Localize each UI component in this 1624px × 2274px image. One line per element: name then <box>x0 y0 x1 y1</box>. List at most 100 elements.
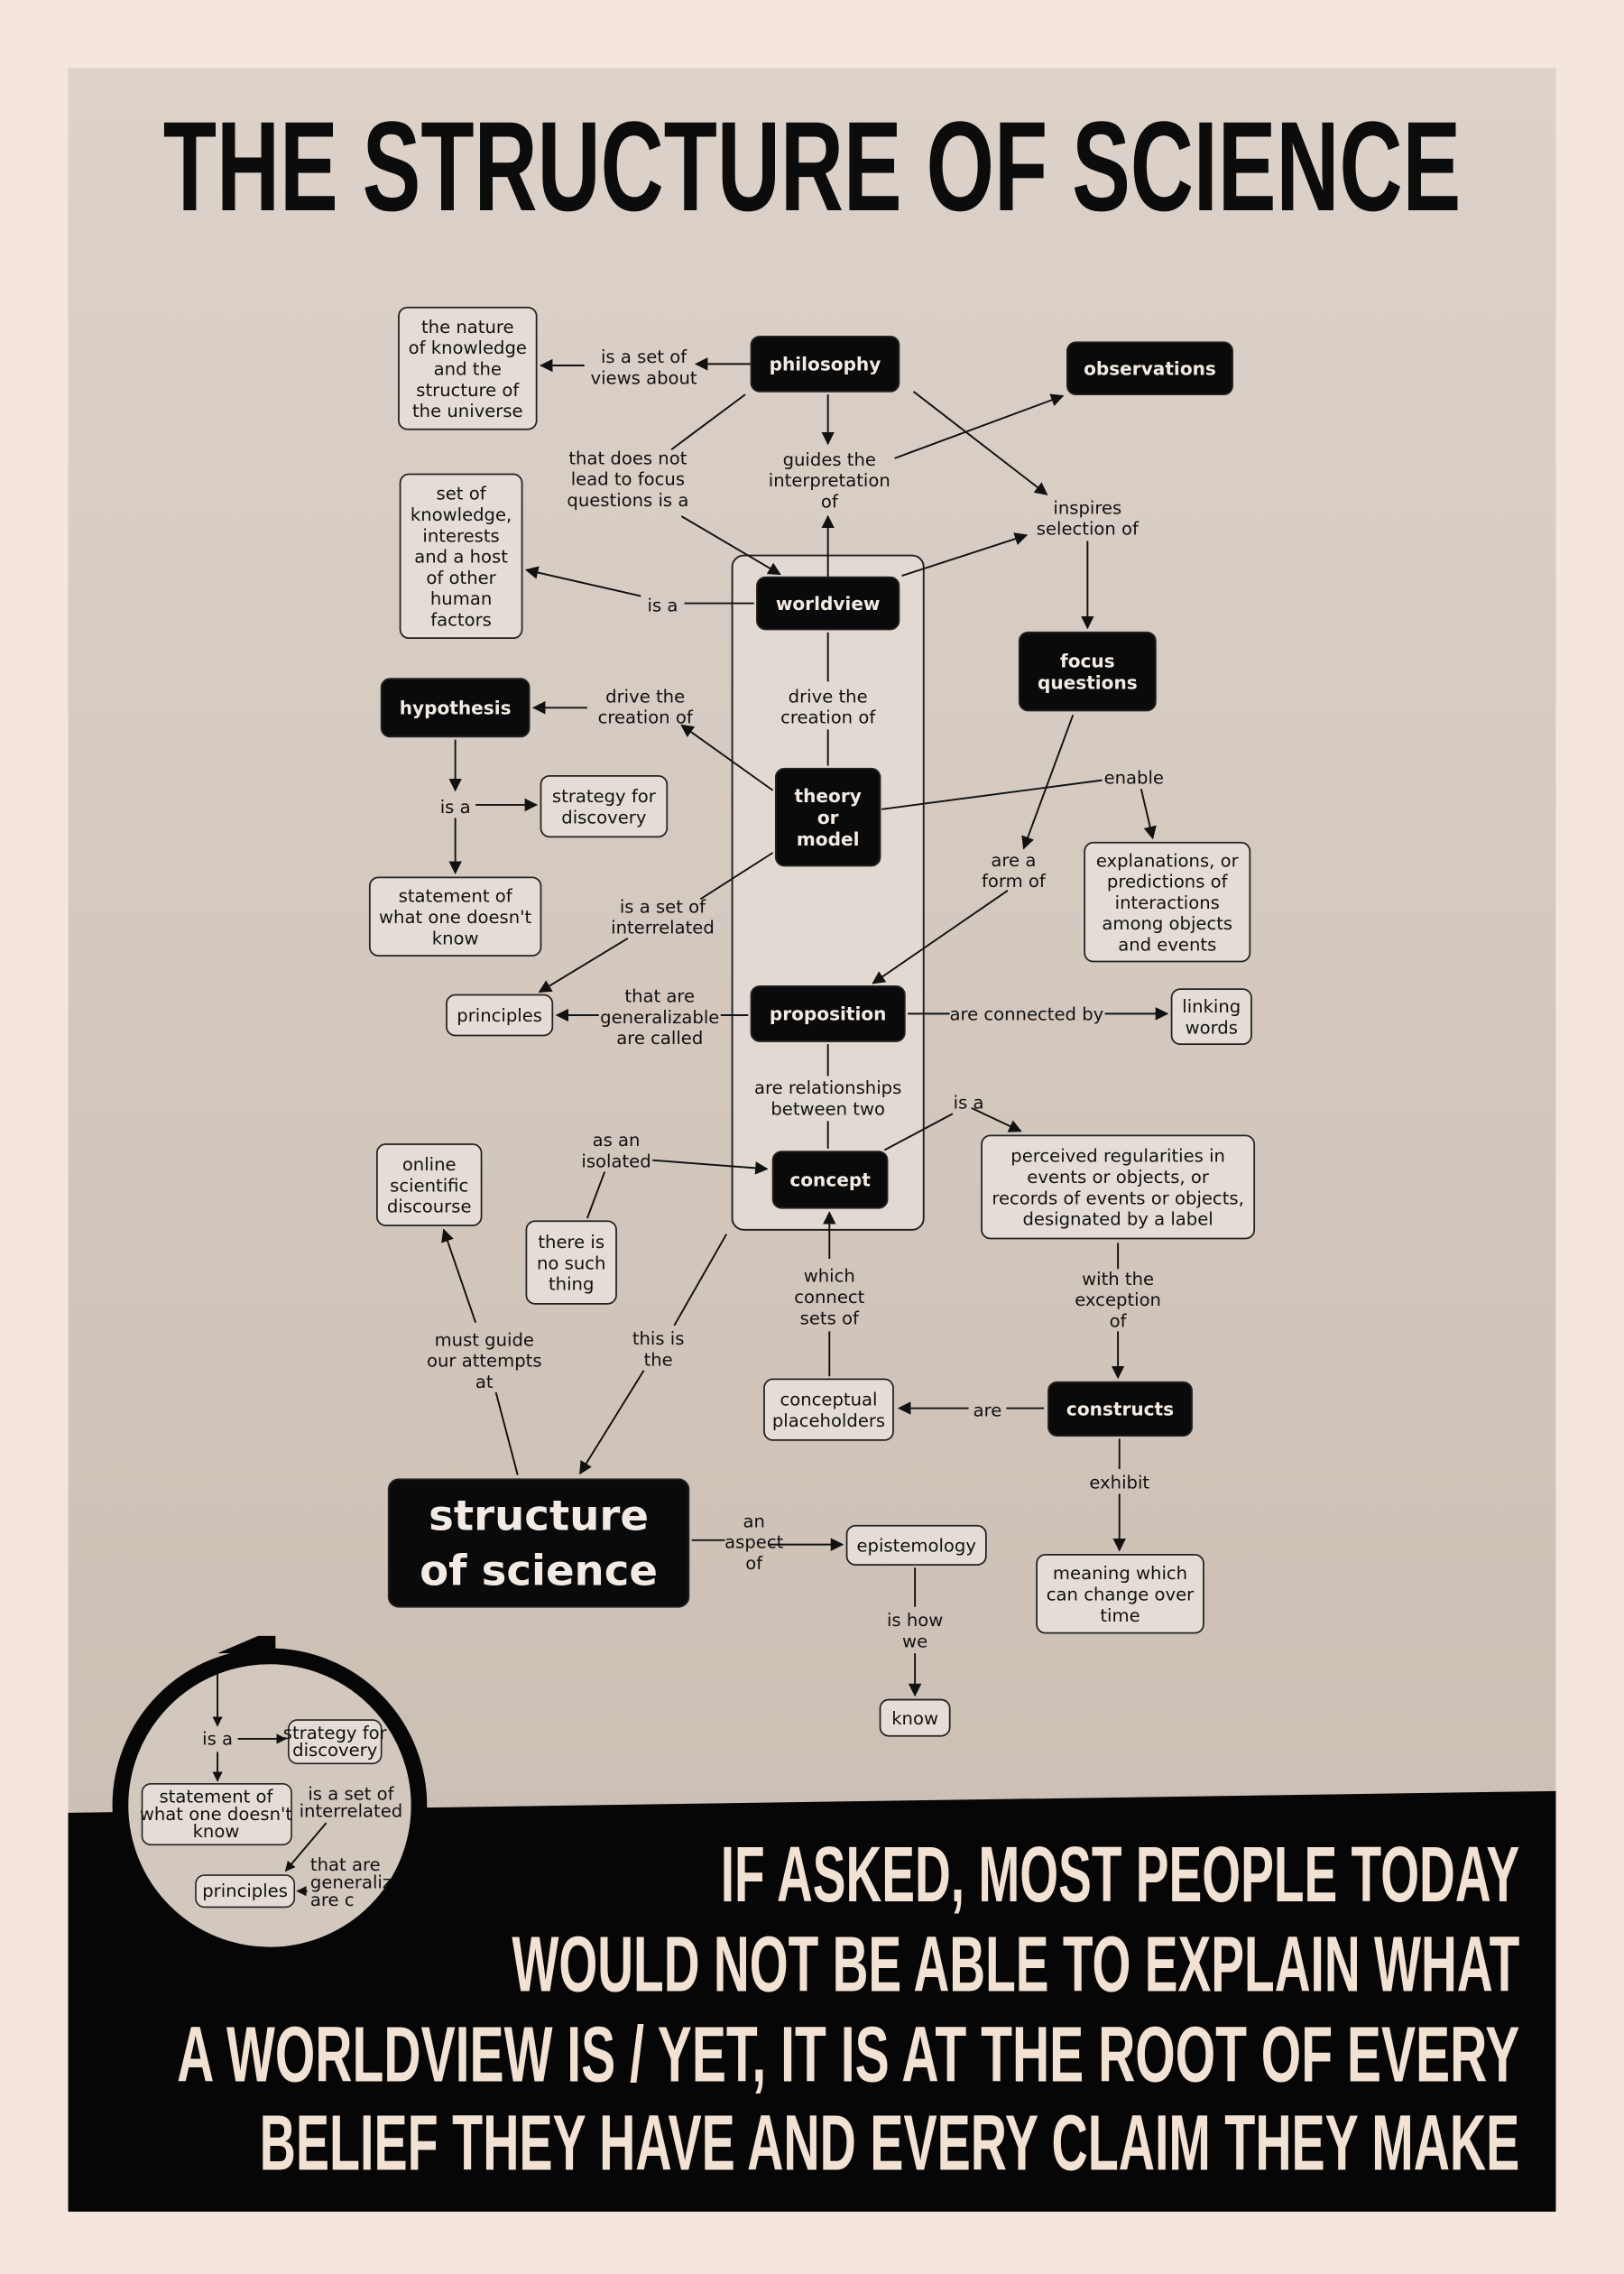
inset-generalizable-text: that are <box>310 1854 381 1875</box>
node-text-line: know <box>891 1708 938 1729</box>
link-label-line: of <box>1110 1311 1128 1332</box>
node-text-line: events or objects, or <box>1027 1167 1210 1188</box>
link-label-line: creation of <box>598 707 694 728</box>
node-text: principles <box>457 1005 542 1026</box>
node-text-line: predictions of <box>1107 872 1229 892</box>
node-text-line: constructs <box>1066 1399 1174 1420</box>
node-text: worldview <box>776 593 881 615</box>
node-text-line: what one doesn't <box>379 907 532 928</box>
node-text: epistemology <box>857 1536 977 1557</box>
node-text-line: knowledge, <box>411 504 512 525</box>
link-label-line: between two <box>770 1098 885 1119</box>
link-label-line: form of <box>982 871 1047 892</box>
node-text-line: explanations, or <box>1096 850 1240 871</box>
node-text-line: human <box>430 588 492 609</box>
line-connector <box>494 1391 519 1475</box>
node-box <box>1036 1553 1204 1634</box>
quote-line: WOULD NOT BE ABLE TO EXPLAIN WHAT <box>512 1921 1519 2009</box>
node-text-line: interests <box>422 525 499 546</box>
node-text-line: of knowledge <box>409 337 527 358</box>
node-text-line: among objects <box>1102 913 1232 934</box>
inset-is-a-label: is a <box>202 1728 233 1749</box>
node-text-line: structure of <box>416 380 520 401</box>
node-text-line: proposition <box>770 1003 887 1025</box>
link-label-line: interrelated <box>611 918 715 938</box>
inset-statement-text: know <box>193 1821 240 1842</box>
node-box <box>763 1378 894 1441</box>
arrow-connector <box>901 532 1029 577</box>
node-text-line: records of events or objects, <box>992 1188 1243 1208</box>
node-text-line: statement of <box>399 886 513 907</box>
node-text-line: designated by a label <box>1022 1209 1213 1230</box>
inset-statement-text: statement of <box>159 1787 273 1807</box>
link-label-line: lead to focus <box>571 469 685 490</box>
node-box <box>446 994 554 1037</box>
node-box <box>756 576 900 631</box>
poster-title: THE STRUCTURE OF SCIENCE <box>163 95 1461 237</box>
line-connector <box>670 393 746 450</box>
link-label-line: are called <box>616 1028 703 1049</box>
node-box <box>771 1151 889 1209</box>
node-text-line: linking <box>1182 996 1241 1017</box>
node-text-line: no such <box>537 1253 605 1273</box>
node-box <box>380 678 531 738</box>
link-label-line: exception <box>1075 1290 1161 1310</box>
link-label-line: is how <box>887 1610 943 1631</box>
node-box <box>540 774 669 838</box>
link-label-line: at <box>475 1372 494 1392</box>
node-text-line: focus <box>1060 650 1115 671</box>
arrow-connector <box>971 1106 1022 1132</box>
link-label-line: is a <box>440 797 471 818</box>
node-text: observations <box>1084 357 1216 379</box>
inset-generalizable-text: are c <box>310 1890 355 1910</box>
node-text-line: philosophy <box>770 354 881 375</box>
node-epistemology: epistemology <box>845 1524 987 1566</box>
node-concept: concept <box>771 1151 889 1209</box>
inset-strategy-text: strategy for <box>283 1723 388 1743</box>
link-label-line: isolated <box>581 1151 651 1171</box>
link-label-hypothesis-is-a: is a <box>440 797 471 818</box>
inset-strategy-box <box>288 1719 383 1765</box>
link-label-line: creation of <box>780 707 876 728</box>
inset-principles-text: principles <box>202 1881 288 1901</box>
node-text-line: know <box>432 928 479 948</box>
node-proposition: proposition <box>750 984 906 1042</box>
node-text-line: interactions <box>1115 892 1220 913</box>
link-label-line: an <box>743 1511 764 1531</box>
inset-interrelated-text: is a set of <box>308 1783 394 1804</box>
node-text-line: epistemology <box>857 1536 977 1557</box>
node-text-line: and events <box>1118 934 1216 955</box>
node-box <box>375 1143 483 1226</box>
line-connector <box>881 779 1103 810</box>
link-label-line: that does not <box>568 448 687 468</box>
